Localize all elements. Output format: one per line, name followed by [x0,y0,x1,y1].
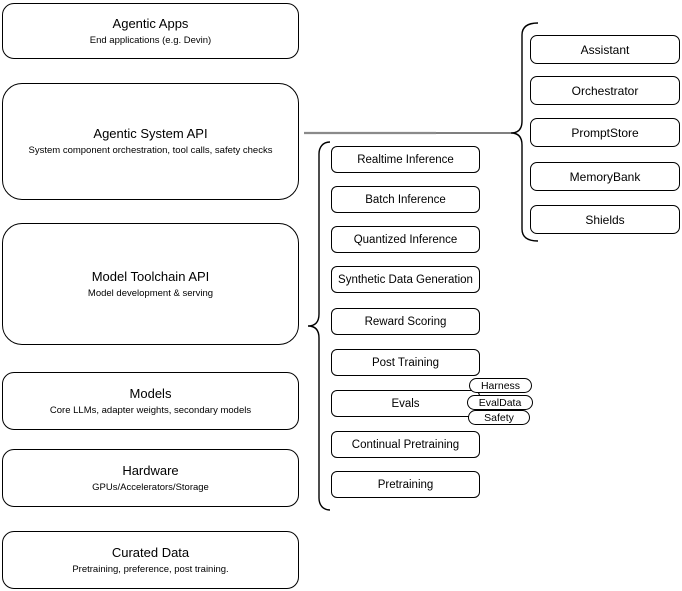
curly-brace-middle [307,141,331,511]
node-post-training[interactable]: Post Training [331,349,480,376]
box-title: Agentic System API [93,126,208,141]
box-curated-data[interactable]: Curated Data Pretraining, preference, po… [2,531,299,589]
node-synthetic-data-generation[interactable]: Synthetic Data Generation [331,266,480,293]
box-model-toolchain-api[interactable]: Model Toolchain API Model development & … [2,223,299,345]
node-realtime-inference[interactable]: Realtime Inference [331,146,480,173]
box-models[interactable]: Models Core LLMs, adapter weights, secon… [2,372,299,430]
node-promptstore[interactable]: PromptStore [530,118,680,147]
box-title: Models [129,385,172,401]
box-subtitle: End applications (e.g. Devin) [89,34,212,46]
node-shields[interactable]: Shields [530,205,680,234]
box-agentic-apps[interactable]: Agentic Apps End applications (e.g. Devi… [2,3,299,59]
box-subtitle: GPUs/Accelerators/Storage [92,481,209,493]
box-title: Agentic Apps [112,15,189,31]
node-continual-pretraining[interactable]: Continual Pretraining [331,431,480,458]
box-subtitle: Pretraining, preference, post training. [72,563,229,575]
box-subtitle: Model development & serving [87,287,214,299]
node-assistant[interactable]: Assistant [530,35,680,64]
box-title: Hardware [122,462,179,478]
box-hardware[interactable]: Hardware GPUs/Accelerators/Storage [2,449,299,507]
node-reward-scoring[interactable]: Reward Scoring [331,308,480,335]
tag-evaldata[interactable]: EvalData [467,395,533,410]
box-title: Model Toolchain API [91,268,210,284]
box-subtitle: System component orchestration, tool cal… [28,145,273,156]
box-title: Curated Data [111,544,190,560]
box-agentic-system-api[interactable]: Agentic System API System component orch… [2,83,299,200]
node-evals[interactable]: Evals [331,390,480,417]
node-memorybank[interactable]: MemoryBank [530,162,680,191]
node-batch-inference[interactable]: Batch Inference [331,186,480,213]
node-quantized-inference[interactable]: Quantized Inference [331,226,480,253]
box-subtitle: Core LLMs, adapter weights, secondary mo… [49,404,252,416]
tag-harness[interactable]: Harness [469,378,532,393]
tag-safety[interactable]: Safety [468,410,530,425]
node-orchestrator[interactable]: Orchestrator [530,76,680,105]
node-pretraining[interactable]: Pretraining [331,471,480,498]
